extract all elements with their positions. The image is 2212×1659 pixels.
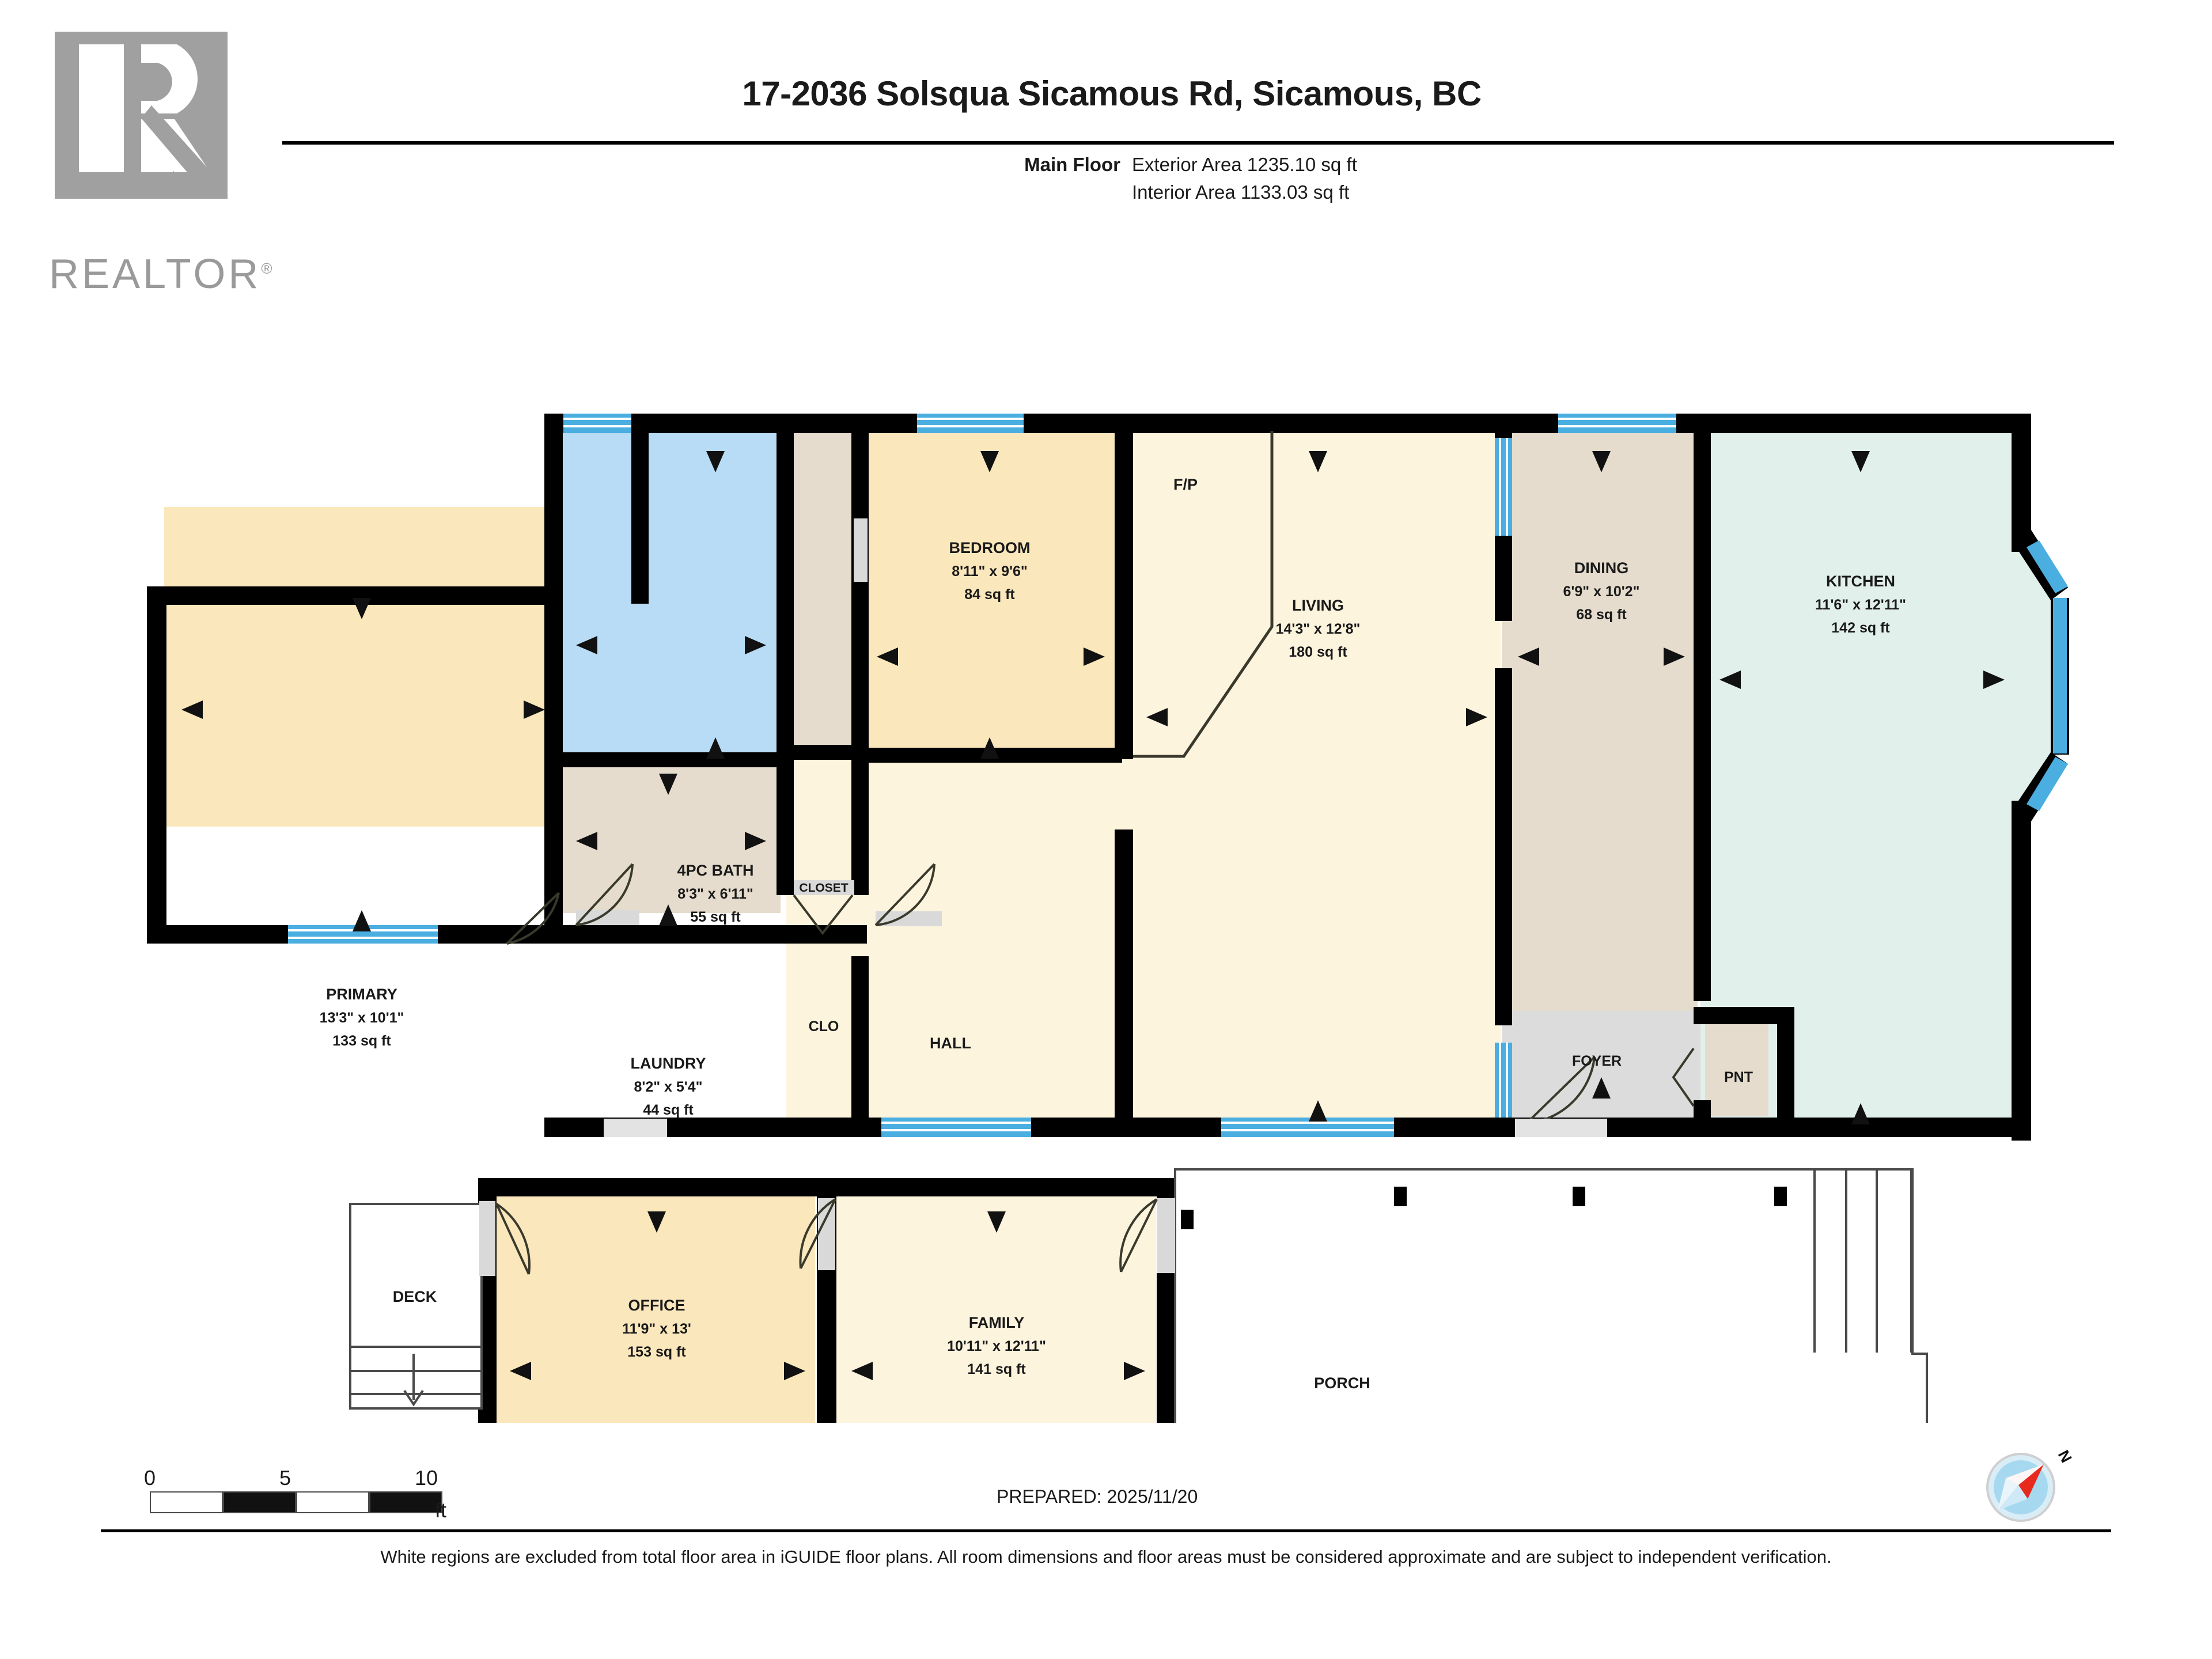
room-label-living: LIVING [1292,597,1344,614]
fireplace-shape [1133,431,1274,758]
room-dim-living: 14'3" x 12'8" [1276,621,1361,637]
room-area-family: 141 sq ft [967,1361,1026,1377]
room-area-office: 153 sq ft [627,1344,686,1360]
room-label-porch: PORCH [1314,1374,1370,1392]
room-fill-bedroom [864,431,1118,756]
floor-area-summary: Main Floor Exterior Area 1235.10 sq ft M… [979,151,1671,206]
room-label-pantry: PNT [1724,1069,1753,1085]
title-divider [282,141,2114,145]
room-label-office: OFFICE [628,1297,685,1314]
room-fills [164,431,2059,1423]
room-dim-bedroom: 8'11" x 9'6" [952,563,1028,579]
room-label-fireplace: F/P [1173,476,1198,493]
room-label-foyer: FOYER [1572,1053,1622,1069]
floor-label: Main Floor [1024,154,1120,175]
realtor-logo: REALTOR® [49,32,279,302]
room-dim-dining: 6'9" x 10'2" [1563,584,1640,600]
room-dim-primary: 13'3" x 10'1" [320,1010,404,1026]
disclaimer-text: White regions are excluded from total fl… [380,1547,1832,1567]
scale-tick-labels: 0 5 10 [144,1466,455,1491]
room-label-primary: PRIMARY [326,986,397,1003]
compass-rose-icon: N [1986,1448,2075,1522]
footer-divider [101,1529,2111,1532]
windows [288,414,2068,1137]
scale-tick-10: 10 [415,1466,438,1490]
room-label-laundry: LAUNDRY [631,1055,706,1072]
room-area-living: 180 sq ft [1289,644,1347,660]
room-fill-family [836,1195,1156,1423]
room-fill-living2 [1126,431,1501,1119]
room-area-primary: 133 sq ft [332,1033,391,1049]
prepared-date: PREPARED: 2025/11/20 [997,1486,1198,1507]
deck-outline [349,1203,483,1410]
room-fill-pantry [1705,1024,1768,1116]
exterior-area: Exterior Area 1235.10 sq ft [1132,154,1357,175]
room-fill-bath [651,431,781,753]
room-fill-dining [1502,431,1698,1096]
scale-bar: 0 5 10 ft [144,1466,455,1522]
scale-unit-label: ft [435,1498,447,1522]
room-label-clo: CLO [809,1018,839,1035]
page-title: 17-2036 Solsqua Sicamous Rd, Sicamous, B… [742,74,1482,113]
room-label-bedroom: BEDROOM [949,539,1031,556]
scale-tick-0: 0 [144,1466,156,1490]
room-label-closet: CLOSET [799,881,848,895]
room-area-bath: 55 sq ft [690,909,741,925]
room-fill-kitchen [1700,431,2059,1123]
room-label-dining: DINING [1574,559,1629,577]
room-fill-closet [792,431,855,745]
floor-plan-svg: PRIMARY 13'3" x 10'1" 133 sq ft 4PC BATH… [147,414,2069,1423]
room-area-kitchen: 142 sq ft [1831,620,1890,636]
compass-north-label: N [2055,1448,2075,1465]
room-fill-office [495,1195,815,1423]
interior-area: Interior Area 1133.03 sq ft [1132,181,1350,203]
room-label-deck: DECK [393,1288,437,1305]
room-dim-family: 10'11" x 12'11" [947,1338,1046,1354]
room-label-kitchen: KITCHEN [1826,573,1895,590]
room-area-laundry: 44 sq ft [643,1102,694,1118]
doors [479,518,1695,1276]
room-label-bath: 4PC BATH [677,862,753,879]
floor-plan: PRIMARY 13'3" x 10'1" 133 sq ft 4PC BATH… [0,357,2212,1423]
realtor-wordmark: REALTOR® [49,251,275,297]
dimension-arrows [181,451,2005,1380]
room-area-dining: 68 sq ft [1576,607,1627,623]
porch-outline [1174,1168,1928,1423]
room-dim-office: 11'9" x 13' [622,1321,691,1337]
room-dim-bath: 8'3" x 6'11" [677,886,753,902]
scale-tick-5: 5 [279,1466,291,1490]
room-dim-laundry: 8'2" x 5'4" [634,1079,702,1095]
room-dim-kitchen: 11'6" x 12'11" [1815,597,1906,613]
room-label-hall: HALL [930,1035,971,1052]
room-label-family: FAMILY [969,1314,1025,1331]
room-area-bedroom: 84 sq ft [964,586,1015,603]
room-fill-primary [164,507,562,827]
room-fill-foyer [1502,1011,1700,1123]
realtor-r-mark [55,32,228,199]
room-labels: PRIMARY 13'3" x 10'1" 133 sq ft 4PC BATH… [320,476,1906,1392]
scale-bar-graphic [144,1491,455,1514]
